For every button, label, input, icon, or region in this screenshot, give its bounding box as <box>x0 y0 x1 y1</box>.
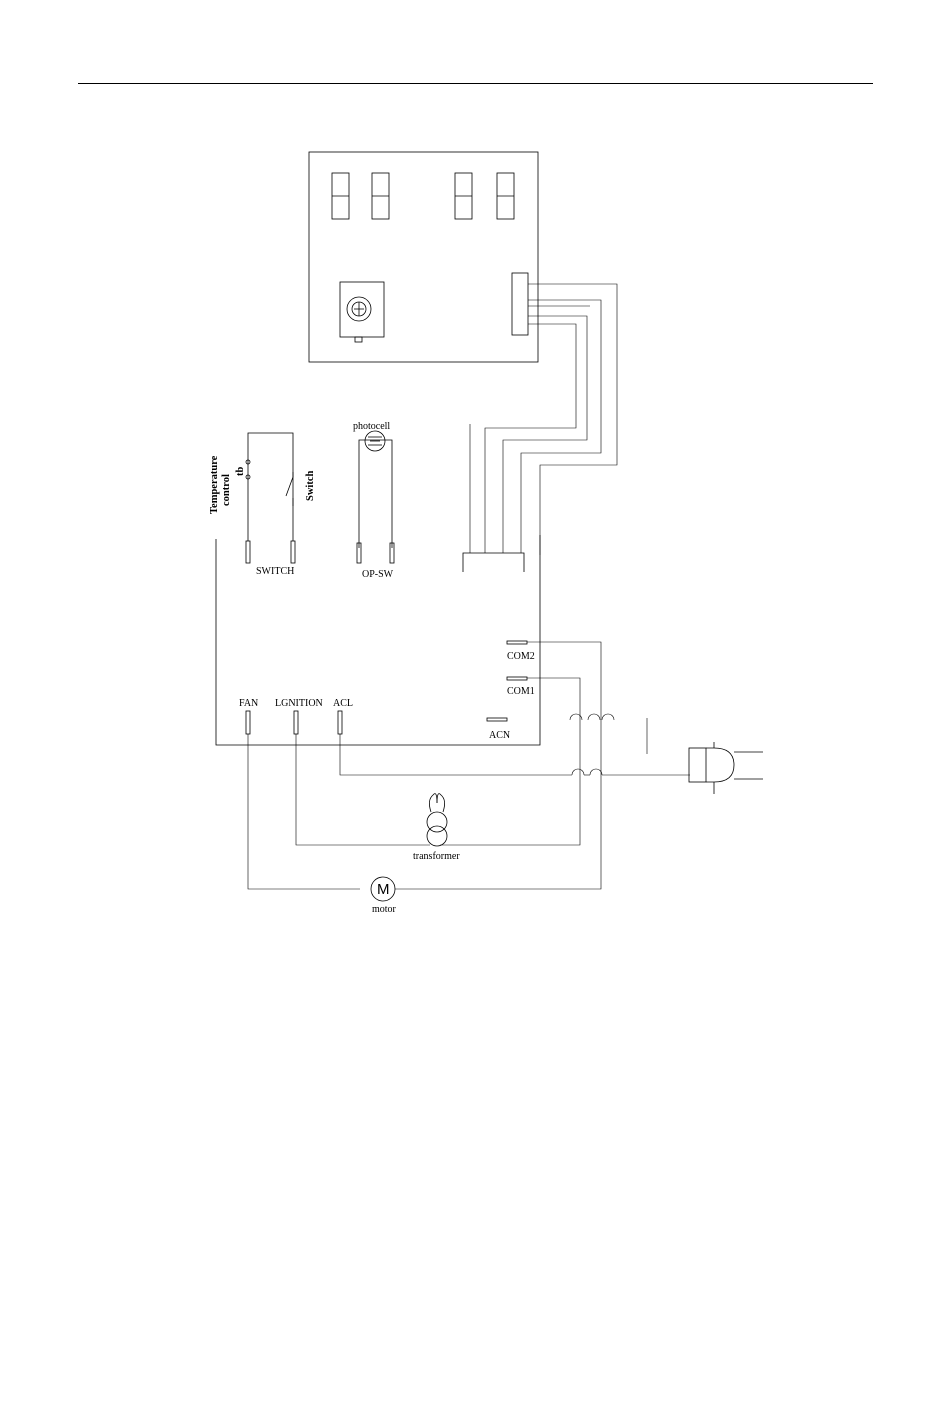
power-plug-icon <box>689 742 763 794</box>
label-fan: FAN <box>239 698 258 709</box>
output-terminals <box>246 711 342 734</box>
label-tb: tb <box>235 467 246 476</box>
photocell-circuit <box>357 431 394 563</box>
control-board-upper <box>309 152 538 362</box>
label-opsw: OP-SW <box>362 569 394 580</box>
board-connector <box>512 273 528 335</box>
label-transformer: transformer <box>413 851 460 862</box>
digit-display-4 <box>497 173 514 219</box>
label-switch-vertical: Switch <box>305 471 316 501</box>
control-knob <box>340 282 384 342</box>
switch-circuit <box>246 433 295 563</box>
digit-display-2 <box>372 173 389 219</box>
label-com2: COM2 <box>507 651 535 662</box>
label-switch-terminal: SWITCH <box>256 566 294 577</box>
label-temperature: Temperature <box>209 455 220 514</box>
label-acl: ACL <box>333 698 353 709</box>
external-wiring <box>248 642 690 889</box>
transformer-icon <box>427 794 447 846</box>
label-lgnition: LGNITION <box>275 698 323 709</box>
label-acn: ACN <box>489 730 510 741</box>
label-motor-symbol: M <box>377 881 390 898</box>
label-motor: motor <box>372 904 397 915</box>
interconnect-wires <box>470 284 617 555</box>
label-photocell: photocell <box>353 421 390 432</box>
label-com1: COM1 <box>507 686 535 697</box>
digit-display-3 <box>455 173 472 219</box>
label-control: control <box>221 474 232 506</box>
digit-display-1 <box>332 173 349 219</box>
